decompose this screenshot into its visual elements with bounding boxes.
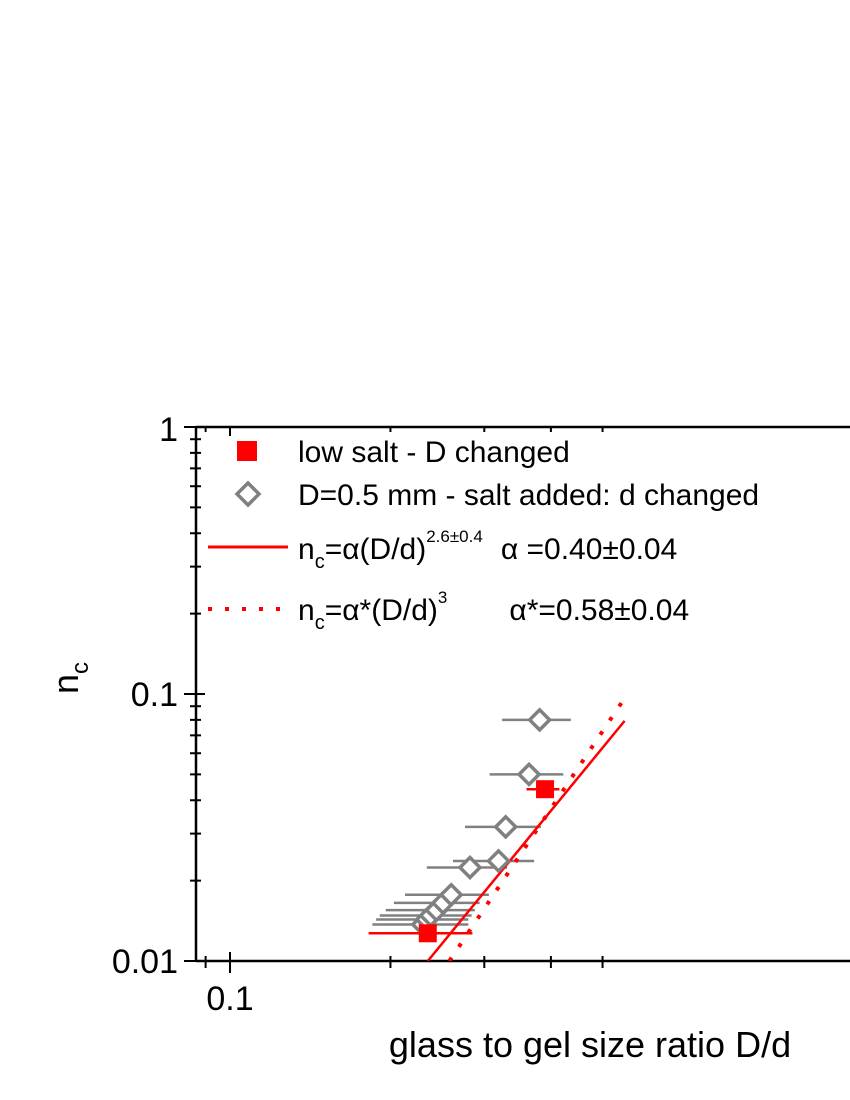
error-bars bbox=[368, 718, 571, 935]
data-markers bbox=[410, 707, 555, 943]
y-axis-title-main: n bbox=[45, 674, 86, 694]
fit-line-cubic bbox=[447, 697, 627, 961]
axes bbox=[184, 425, 850, 973]
y-axis-title: nc bbox=[45, 662, 94, 694]
data-point-salt-added bbox=[486, 848, 511, 874]
axis-titles: glass to gel size ratio D/d nc bbox=[45, 662, 791, 1065]
legend-label-salt-added: D=0.5 mm - salt added: d changed bbox=[298, 479, 759, 512]
y-axis-title-sub: c bbox=[67, 662, 94, 674]
y-tick-label-0.1: 0.1 bbox=[131, 676, 178, 714]
svg-text:nc: nc bbox=[45, 662, 94, 694]
data-point-low-salt bbox=[418, 924, 437, 943]
tick-labels: 1 0.1 0.01 0.1 bbox=[112, 411, 254, 1018]
x-tick-label-0.1: 0.1 bbox=[206, 980, 253, 1018]
data-point-salt-added bbox=[493, 814, 519, 840]
x-axis-title: glass to gel size ratio D/d bbox=[389, 1024, 791, 1065]
data-point-salt-added bbox=[527, 707, 553, 733]
legend: low salt - D changed D=0.5 mm - salt add… bbox=[208, 436, 759, 634]
fit-lines bbox=[426, 697, 627, 961]
legend-label-low-salt: low salt - D changed bbox=[298, 436, 570, 469]
data-point-salt-added bbox=[516, 761, 542, 787]
data-point-salt-added bbox=[457, 855, 483, 880]
legend-marker-open-diamond bbox=[234, 480, 262, 508]
data-point-salt-added bbox=[438, 882, 464, 908]
y-tick-label-1: 1 bbox=[159, 411, 178, 449]
y-tick-label-0.01: 0.01 bbox=[112, 943, 178, 981]
legend-marker-red-square bbox=[237, 441, 257, 461]
fit-line-power bbox=[426, 720, 626, 961]
data-point-low-salt bbox=[536, 780, 555, 799]
